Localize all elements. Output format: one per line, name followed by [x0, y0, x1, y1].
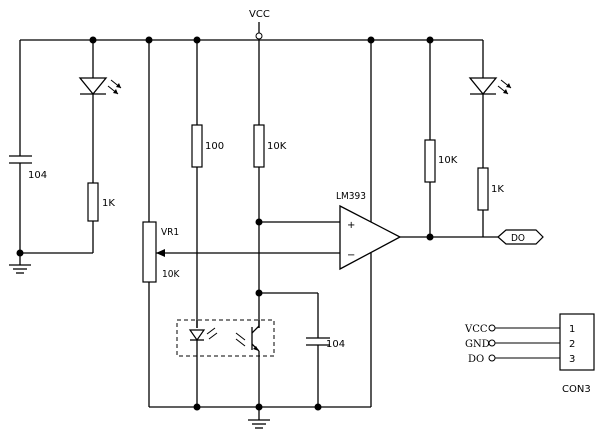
minus-sign: − — [347, 250, 355, 261]
r-led1-value: 1K — [102, 198, 115, 209]
r-led2-value: 1K — [491, 184, 504, 195]
photo-interrupter — [176, 319, 275, 357]
conn-pin-vcc: VCC — [464, 324, 488, 335]
conn-name: CON3 — [562, 384, 591, 395]
vcc-rail — [20, 22, 483, 41]
conn-num-3: 3 — [569, 354, 575, 365]
c1-value: 104 — [28, 170, 47, 181]
vcc-label: VCC — [249, 9, 270, 20]
junction-dots — [16, 36, 434, 411]
led2 — [468, 40, 512, 168]
conn-num-2: 2 — [569, 339, 575, 350]
conn-pin-gnd: GND — [465, 339, 490, 350]
r-10k-mid-value: 10K — [267, 141, 287, 152]
capacitor-c2 — [259, 292, 330, 407]
vr1-name: VR1 — [161, 227, 179, 238]
c2-value: 104 — [326, 339, 345, 350]
resistor-led2-1k — [477, 167, 489, 237]
potentiometer-vr1 — [142, 40, 340, 407]
capacitor-c1 — [9, 40, 32, 253]
left-ground — [9, 252, 93, 274]
conn-num-1: 1 — [569, 324, 575, 335]
conn-pin-do: DO — [468, 354, 484, 365]
resistor-10k-right — [424, 40, 436, 237]
vcc-terminal — [255, 32, 263, 40]
r-10k-right-value: 10K — [438, 155, 458, 166]
resistor-10k-mid — [253, 40, 265, 328]
do-port-label: DO — [511, 233, 525, 244]
vr1-value: 10K — [162, 269, 180, 280]
ic-label: LM393 — [336, 191, 366, 202]
comparator-lm393 — [339, 40, 402, 407]
connector-con3 — [488, 313, 595, 371]
led1 — [78, 40, 122, 183]
r-100-value: 100 — [205, 141, 224, 152]
do-port — [497, 229, 544, 245]
plus-sign: + — [347, 220, 355, 231]
resistor-100 — [191, 40, 203, 328]
resistor-led1-1k — [87, 182, 99, 253]
